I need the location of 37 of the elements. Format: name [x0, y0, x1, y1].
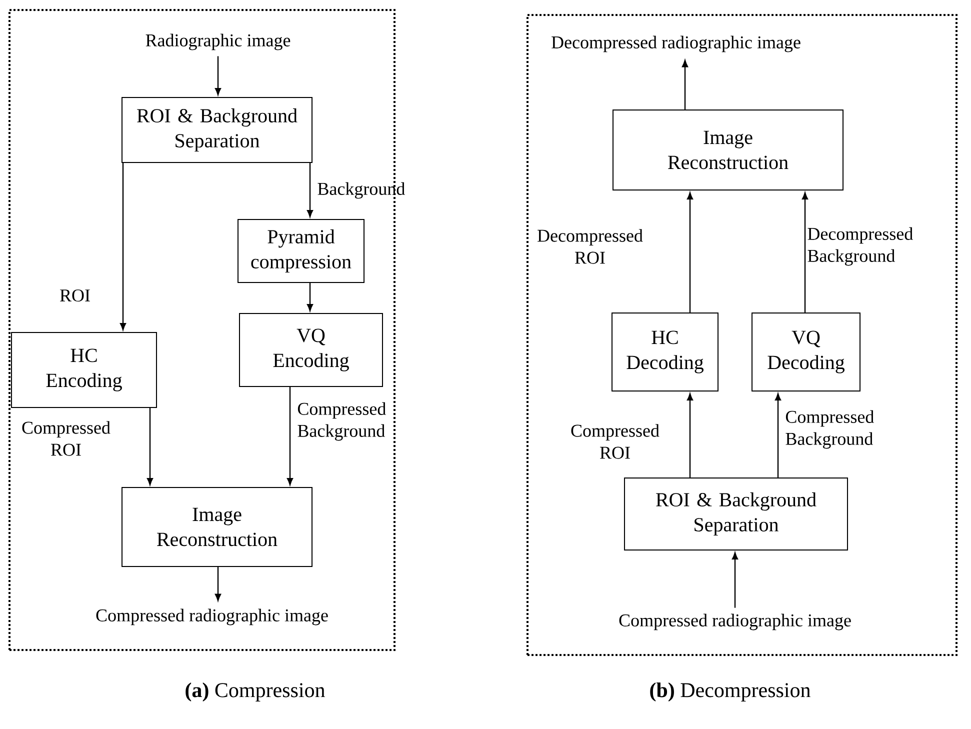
process-box: ROI & Background Separation — [624, 478, 848, 550]
edge-label: Decompressed ROI — [538, 229, 643, 264]
edge-label: Background — [318, 182, 405, 199]
edge-label: Compressed Background — [786, 410, 874, 449]
arrow — [686, 192, 694, 312]
edge-label: Compressed ROI — [22, 421, 110, 456]
process-box: VQ Encoding — [239, 313, 383, 387]
caption: (b) Decompression — [650, 682, 810, 702]
arrow — [686, 393, 694, 478]
text-label: Compressed radiographic image — [96, 608, 328, 626]
arrow — [214, 56, 222, 96]
arrow — [306, 283, 314, 312]
arrow — [214, 567, 222, 601]
arrow — [286, 387, 294, 486]
process-box: Image Reconstruction — [122, 487, 312, 567]
arrow — [774, 393, 782, 478]
process-box: ROI & Background Separation — [122, 97, 312, 163]
process-box: Pyramid compression — [238, 219, 364, 283]
process-box: Image Reconstruction — [612, 110, 844, 190]
text-label: Radiographic image — [146, 34, 290, 50]
process-box: HC Decoding — [612, 312, 718, 392]
arrow — [802, 192, 808, 312]
process-box: VQ Decoding — [752, 312, 860, 392]
dotted-frame — [526, 14, 958, 656]
edge-label: Decompressed Background — [808, 227, 913, 266]
arrow — [120, 163, 126, 330]
process-box: HC Encoding — [11, 332, 157, 408]
arrow — [732, 552, 738, 608]
edge-label: ROI — [60, 289, 90, 302]
text-label: Decompressed radiographic image — [552, 36, 800, 52]
arrow — [146, 408, 154, 486]
arrow — [682, 60, 688, 110]
text-label: Compressed radiographic image — [619, 614, 851, 630]
edge-label: Compressed ROI — [571, 424, 660, 459]
caption: (a) Compression — [186, 682, 325, 702]
arrow — [306, 163, 314, 218]
edge-label: Compressed Background — [298, 402, 386, 441]
